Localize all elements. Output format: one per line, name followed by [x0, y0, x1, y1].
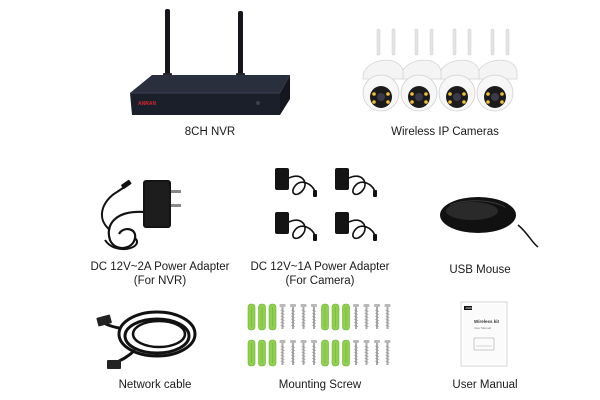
screw: [374, 340, 380, 365]
mouse-image: [440, 197, 539, 248]
screw: [374, 304, 380, 329]
camera-unit: [362, 28, 404, 112]
wall-plug: [247, 303, 256, 331]
camera-adapters-item: DC 12V~1A Power Adapter(For Camera): [240, 160, 400, 290]
manual-cover-title: Wireless kit: [474, 319, 499, 324]
wall-plug: [258, 339, 266, 367]
screw: [290, 304, 296, 329]
mouse-item: USB Mouse: [420, 185, 540, 276]
manual-cover-subtitle: User Manual: [474, 326, 491, 330]
cameras-image: [362, 28, 518, 112]
wall-plug: [331, 303, 340, 331]
nvr-brand-logo: ANRAN: [138, 101, 156, 107]
nvr-adapter-image: [100, 179, 181, 251]
cameras-caption: Wireless IP Cameras: [391, 126, 499, 138]
manual-caption: User Manual: [452, 379, 518, 391]
screw: [300, 304, 307, 329]
camera-adapters-image: [275, 168, 377, 241]
camera-unit: [438, 28, 480, 112]
nvr-image: ANRAN: [130, 9, 290, 115]
screw: [353, 340, 359, 365]
wall-plug: [268, 339, 277, 367]
wall-plug: [321, 303, 329, 331]
screw: [363, 340, 370, 365]
screw: [311, 304, 317, 329]
screws-caption: Mounting Screw: [278, 379, 362, 391]
camera-adapter-unit: [275, 168, 317, 197]
manual-image: ANRAN Wireless kit User Manual: [460, 301, 508, 367]
camera-unit: [400, 28, 442, 112]
manual-item: ANRAN Wireless kit User Manual User Manu…: [430, 298, 540, 398]
wall-plug: [268, 303, 277, 331]
camera-adapters-caption: DC 12V~1A Power Adapter(For Camera): [250, 261, 390, 287]
wall-plug: [247, 339, 256, 367]
mouse-caption: USB Mouse: [449, 264, 511, 276]
screw: [290, 340, 296, 365]
camera-adapter-unit: [335, 168, 377, 197]
manual-cover-brand: ANRAN: [466, 306, 475, 310]
screw: [363, 304, 370, 329]
screw: [384, 340, 391, 365]
nvr-item: ANRAN 8CH NVR: [110, 5, 310, 145]
network-cable-image: [96, 310, 197, 369]
wall-plug: [331, 339, 340, 367]
nvr-adapter-item: DC 12V~2A Power Adapter(For NVR): [75, 170, 245, 290]
cameras-item: Wireless IP Cameras: [345, 25, 545, 145]
screw: [311, 340, 317, 365]
nvr-adapter-caption: DC 12V~2A Power Adapter(For NVR): [90, 261, 230, 287]
camera-adapter-unit: [335, 212, 377, 241]
wall-plug: [342, 339, 350, 367]
screw: [384, 304, 391, 329]
wall-plug: [258, 303, 266, 331]
screw: [300, 340, 307, 365]
wall-plug: [342, 303, 350, 331]
screws-image: [247, 303, 391, 367]
screw: [279, 340, 286, 365]
nvr-caption: 8CH NVR: [184, 126, 236, 138]
network-cable-item: Network cable: [95, 298, 215, 398]
screws-item: Mounting Screw: [240, 298, 400, 398]
screw: [279, 304, 286, 329]
wall-plug: [321, 339, 329, 367]
screw: [353, 304, 359, 329]
camera-unit: [476, 28, 518, 112]
network-cable-caption: Network cable: [118, 379, 192, 391]
camera-adapter-unit: [275, 212, 317, 241]
